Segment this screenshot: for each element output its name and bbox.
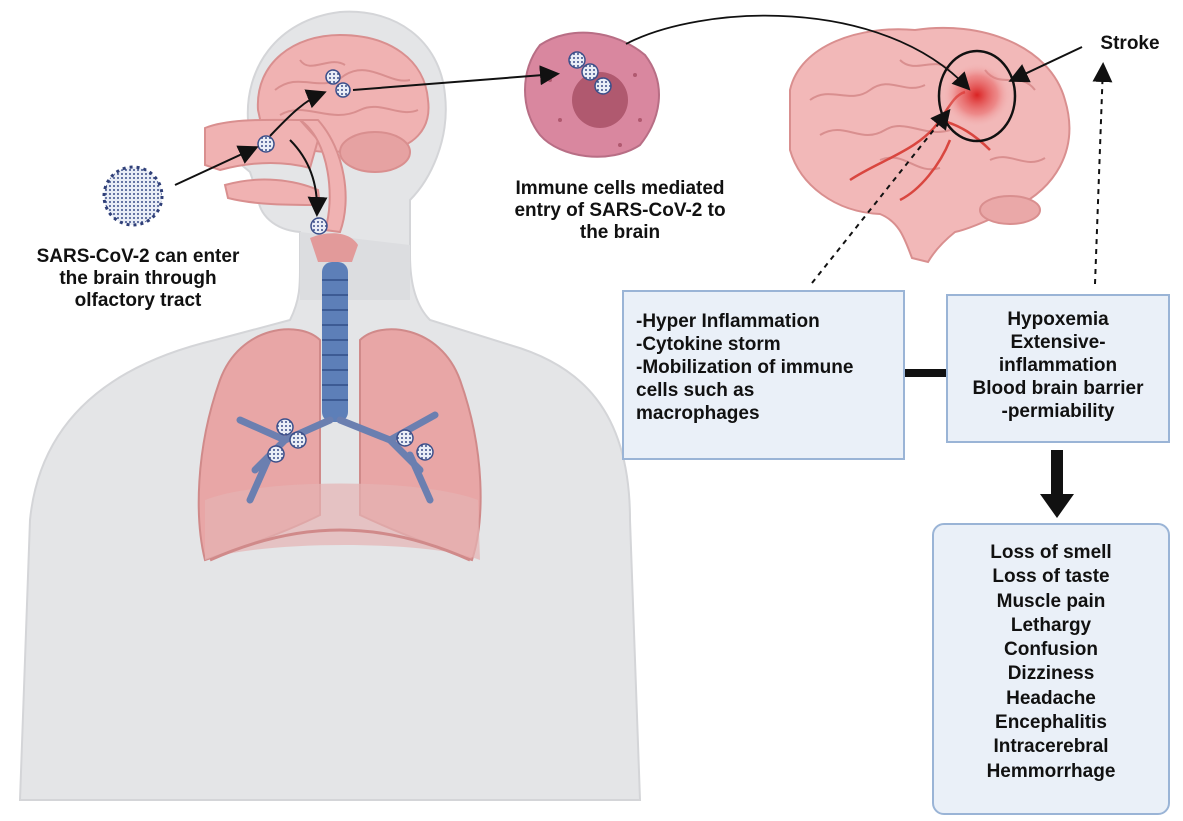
brain-illustration — [790, 28, 1069, 262]
inflammation-line-2: -Cytokine storm — [636, 333, 903, 356]
olfactory-label: SARS-CoV-2 can enter the brain through o… — [8, 246, 268, 312]
hypoxemia-line-2: Extensive- — [948, 331, 1168, 354]
symptom-item: Lethargy — [934, 614, 1168, 638]
immune-entry-label-line-2: entry of SARS-CoV-2 to — [485, 200, 755, 222]
symptom-item: Hemmorrhage — [934, 760, 1168, 784]
symptom-item: Headache — [934, 687, 1168, 711]
immune-cell-illustration — [525, 33, 659, 157]
hypoxemia-line-1: Hypoxemia — [948, 308, 1168, 331]
inflammation-line-3: -Mobilization of immune — [636, 356, 903, 379]
immune-entry-label-line-1: Immune cells mediated — [485, 178, 755, 200]
stroke-label: Stroke — [1090, 33, 1170, 55]
symptom-item: Dizziness — [934, 662, 1168, 686]
inflammation-line-5: macrophages — [636, 402, 903, 425]
hypoxemia-line-5: -permiability — [948, 400, 1168, 423]
symptom-item: Intracerebral — [934, 735, 1168, 759]
symptoms-box: Loss of smell Loss of taste Muscle pain … — [932, 523, 1170, 815]
immune-entry-label-line-3: the brain — [485, 222, 755, 244]
olfactory-label-line-3: olfactory tract — [8, 290, 268, 312]
hypoxemia-line-3: inflammation — [948, 354, 1168, 377]
inflammation-box: -Hyper Inflammation -Cytokine storm -Mob… — [622, 290, 905, 460]
symptom-item: Loss of taste — [934, 565, 1168, 589]
immune-entry-label: Immune cells mediated entry of SARS-CoV-… — [485, 178, 755, 244]
hypoxemia-box: Hypoxemia Extensive- inflammation Blood … — [946, 294, 1170, 443]
inflammation-line-1: -Hyper Inflammation — [636, 310, 903, 333]
symptom-item: Confusion — [934, 638, 1168, 662]
olfactory-label-line-2: the brain through — [8, 268, 268, 290]
olfactory-label-line-1: SARS-CoV-2 can enter — [8, 246, 268, 268]
inflammation-line-4: cells such as — [636, 379, 903, 402]
hypoxemia-line-4: Blood brain barrier — [948, 377, 1168, 400]
symptom-item: Loss of smell — [934, 541, 1168, 565]
symptom-item: Muscle pain — [934, 590, 1168, 614]
symptom-item: Encephalitis — [934, 711, 1168, 735]
